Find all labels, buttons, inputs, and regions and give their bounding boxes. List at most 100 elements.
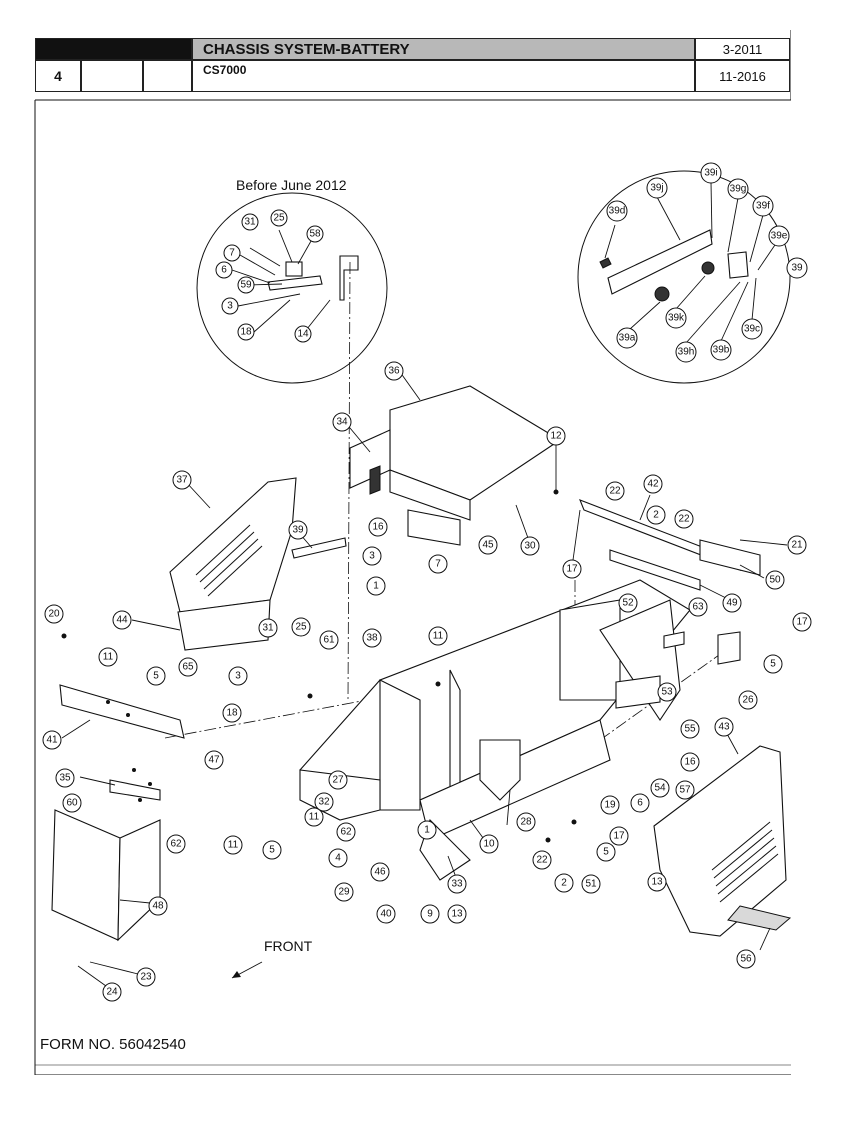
revision-date: 11-2016 — [695, 60, 790, 92]
svg-text:10: 10 — [483, 839, 495, 850]
svg-text:11: 11 — [103, 652, 114, 663]
bracket-26 — [717, 631, 741, 665]
svg-text:39: 39 — [292, 525, 304, 536]
callout-31: 31 — [241, 213, 259, 231]
svg-text:35: 35 — [59, 773, 71, 784]
svg-text:1: 1 — [373, 581, 379, 592]
callout-39d: 39d — [606, 200, 628, 222]
callout-6: 6 — [630, 793, 650, 813]
callout-5: 5 — [763, 654, 783, 674]
front-label: FRONT — [264, 938, 313, 954]
svg-text:44: 44 — [116, 615, 128, 626]
svg-text:39i: 39i — [704, 168, 717, 179]
svg-text:7: 7 — [229, 248, 235, 259]
callout-43: 43 — [714, 717, 734, 737]
callout-10: 10 — [479, 834, 499, 854]
svg-text:40: 40 — [380, 909, 392, 920]
svg-text:39d: 39d — [609, 206, 626, 217]
svg-text:1: 1 — [424, 825, 430, 836]
svg-text:34: 34 — [336, 417, 348, 428]
svg-text:2: 2 — [561, 878, 567, 889]
callout-62: 62 — [166, 834, 186, 854]
callout-48: 48 — [148, 896, 168, 916]
svg-text:24: 24 — [106, 987, 118, 998]
svg-text:19: 19 — [604, 800, 616, 811]
callout-11: 11 — [428, 626, 448, 646]
callout-33: 33 — [447, 874, 467, 894]
svg-text:22: 22 — [536, 855, 548, 866]
svg-text:39k: 39k — [668, 313, 685, 324]
callout-49: 49 — [722, 593, 742, 613]
callout-58: 58 — [306, 225, 324, 243]
callout-25: 25 — [291, 617, 311, 637]
detail-item-39-breakdown — [577, 170, 791, 384]
callout-35: 35 — [55, 768, 75, 788]
callout-2: 2 — [554, 873, 574, 893]
callout-41: 41 — [42, 730, 62, 750]
callout-17: 17 — [609, 826, 629, 846]
callout-39j: 39j — [646, 177, 668, 199]
svg-text:41: 41 — [46, 735, 58, 746]
header-blank-cell — [143, 60, 192, 92]
battery-cover — [344, 371, 562, 546]
callout-27: 27 — [328, 770, 348, 790]
callout-37: 37 — [172, 470, 192, 490]
svg-text:39c: 39c — [744, 324, 760, 335]
callout-51: 51 — [581, 874, 601, 894]
callout-53: 53 — [657, 682, 677, 702]
callout-39f: 39f — [752, 195, 774, 217]
svg-text:33: 33 — [451, 879, 463, 890]
svg-text:23: 23 — [140, 972, 152, 983]
svg-text:18: 18 — [226, 708, 238, 719]
callout-19: 19 — [600, 795, 620, 815]
callout-47: 47 — [204, 750, 224, 770]
callout-9: 9 — [420, 904, 440, 924]
callout-56: 56 — [736, 949, 756, 969]
svg-text:9: 9 — [427, 909, 433, 920]
svg-text:38: 38 — [366, 633, 378, 644]
callout-1: 1 — [366, 576, 386, 596]
callout-65: 65 — [178, 657, 198, 677]
callout-52: 52 — [618, 593, 638, 613]
callout-5: 5 — [596, 842, 616, 862]
callout-6: 6 — [215, 261, 233, 279]
svg-text:16: 16 — [372, 522, 384, 533]
callout-22: 22 — [532, 850, 552, 870]
svg-text:25: 25 — [273, 213, 285, 224]
callout-23: 23 — [136, 967, 156, 987]
svg-text:60: 60 — [66, 798, 78, 809]
callout-2: 2 — [646, 505, 666, 525]
svg-text:11: 11 — [309, 812, 320, 823]
svg-text:65: 65 — [182, 662, 194, 673]
svg-text:39h: 39h — [678, 347, 695, 358]
callout-39a: 39a — [616, 327, 638, 349]
svg-text:5: 5 — [153, 671, 159, 682]
callout-13: 13 — [647, 872, 667, 892]
svg-text:20: 20 — [48, 609, 60, 620]
svg-text:13: 13 — [651, 877, 663, 888]
svg-text:45: 45 — [482, 540, 494, 551]
svg-text:4: 4 — [335, 853, 341, 864]
callout-59: 59 — [237, 276, 255, 294]
svg-text:49: 49 — [726, 598, 738, 609]
callout-31: 31 — [258, 618, 278, 638]
callout-39: 39 — [288, 520, 308, 540]
svg-text:29: 29 — [338, 887, 350, 898]
bracket-53 — [615, 675, 661, 709]
svg-text:36: 36 — [388, 366, 400, 377]
svg-text:53: 53 — [661, 687, 673, 698]
callout-24: 24 — [102, 982, 122, 1002]
svg-text:54: 54 — [654, 783, 666, 794]
callout-16: 16 — [680, 752, 700, 772]
original-date: 3-2011 — [695, 38, 790, 60]
callout-39: 39 — [786, 257, 808, 279]
callout-38: 38 — [362, 628, 382, 648]
callout-39c: 39c — [741, 318, 763, 340]
svg-text:26: 26 — [742, 695, 754, 706]
left-rail-brackets — [51, 684, 185, 942]
callout-45: 45 — [478, 535, 498, 555]
callout-29: 29 — [334, 882, 354, 902]
callout-5: 5 — [146, 666, 166, 686]
svg-text:39: 39 — [791, 263, 803, 274]
callout-39h: 39h — [675, 341, 697, 363]
